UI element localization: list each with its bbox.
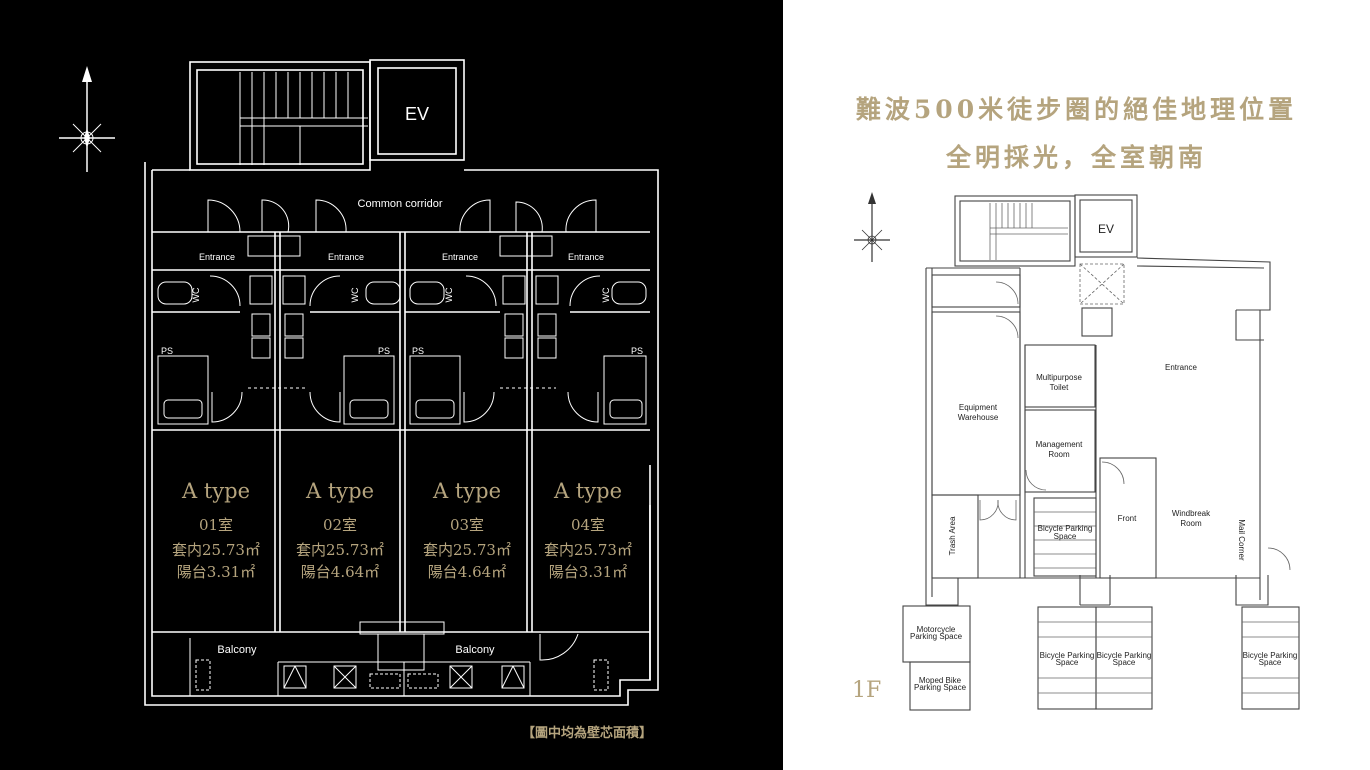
unit-area: 套内25.73㎡	[423, 541, 511, 559]
bicycle-parking-label-c1: Bicycle Parking	[1243, 651, 1298, 660]
motorcycle-parking-label-2: Parking Space	[910, 632, 963, 641]
ev-label: EV	[1098, 222, 1114, 236]
floor-label: 1F	[852, 678, 882, 703]
trash-area-label: Trash Area	[948, 516, 957, 555]
unit-type: A type	[305, 479, 374, 503]
unit-room: 02室	[323, 516, 357, 534]
motorcycle-parking-label-1: Motorcycle	[917, 625, 956, 634]
entrance-label-04: Entrance	[568, 252, 604, 262]
bicycle-parking-inner-label-1: Bicycle Parking	[1038, 524, 1093, 533]
bicycle-parking-label-a1: Bicycle Parking	[1040, 651, 1095, 660]
management-room-label-1: Management	[1036, 440, 1083, 449]
ps-label-01: PS	[161, 346, 173, 356]
entrance-label: Entrance	[1165, 363, 1198, 372]
doors	[979, 281, 1291, 571]
unit-01: A type 01室 套内25.73㎡ 陽台3.31㎡	[172, 479, 260, 581]
corridor-doors	[207, 199, 597, 233]
bicycle-parking-label-c2: Space	[1259, 658, 1282, 667]
entrance-label-02: Entrance	[328, 252, 364, 262]
ps-label-04: PS	[631, 346, 643, 356]
multipurpose-toilet-label-2: Toilet	[1050, 383, 1069, 392]
bicycle-parking-inner-label-2: Space	[1054, 532, 1077, 541]
unit-04: A type 04室 套内25.73㎡ 陽台3.31㎡	[544, 479, 632, 581]
entrance-label-03: Entrance	[442, 252, 478, 262]
entrance-label-01: Entrance	[199, 252, 235, 262]
bicycle-racks-inner	[1034, 511, 1096, 569]
ps-label-02: PS	[378, 346, 390, 356]
unit-type: A type	[553, 479, 622, 503]
multipurpose-toilet-label-1: Multipurpose	[1036, 373, 1082, 382]
bicycle-parking-label-b1: Bicycle Parking	[1097, 651, 1152, 660]
compass-icon	[854, 192, 890, 262]
front-label: Front	[1118, 514, 1137, 523]
unit-room: 01室	[199, 516, 233, 534]
unit-room: 04室	[571, 516, 605, 534]
management-room-label-2: Room	[1048, 450, 1070, 459]
stair	[989, 203, 1068, 260]
unit-balcony-area: 陽台4.64㎡	[428, 563, 506, 581]
unit-02: A type 02室 套内25.73㎡ 陽台4.64㎡	[296, 479, 384, 581]
headline-line-2: 全明採光，全室朝南	[945, 143, 1207, 172]
balcony-label-left: Balcony	[217, 644, 257, 656]
ev-label: EV	[405, 104, 429, 124]
wc-label-04: WC	[601, 287, 611, 302]
unit-type: A type	[181, 479, 250, 503]
windbreak-room-label-2: Room	[1180, 519, 1202, 528]
wc-label-03: WC	[444, 287, 454, 302]
unit-balcony-area: 陽台4.64㎡	[301, 563, 379, 581]
unit-area: 套内25.73㎡	[296, 541, 384, 559]
left-floor-plan-panel	[0, 0, 783, 770]
kitchen-fixtures	[247, 235, 559, 389]
ps-label-03: PS	[412, 346, 424, 356]
wc-label-01: WC	[191, 287, 201, 302]
bath-units	[157, 355, 647, 425]
moped-parking-label-1: Moped Bike	[919, 676, 962, 685]
windbreak-room-label-1: Windbreak	[1172, 509, 1211, 518]
stair	[239, 72, 368, 165]
right-floor-plan-panel	[783, 0, 1370, 770]
wc-label-02: WC	[350, 287, 360, 302]
bicycle-parking-block-2	[1241, 606, 1300, 710]
typical-floor-plan: EV Common corridor Entrance Entrance Ent…	[59, 59, 659, 706]
headline-line-1: 難波500米徒步圈的絕佳地理位置	[855, 95, 1298, 124]
equipment-warehouse-label-2: Warehouse	[958, 413, 999, 422]
moped-parking-label-2: Parking Space	[914, 683, 967, 692]
bicycle-parking-block-1	[1037, 606, 1153, 710]
corridor-label: Common corridor	[358, 198, 443, 210]
equipment-warehouse-label-1: Equipment	[959, 403, 998, 412]
unit-type: A type	[432, 479, 501, 503]
balcony-label-right: Balcony	[455, 644, 495, 656]
bicycle-parking-label-a2: Space	[1056, 658, 1079, 667]
compass-icon	[59, 66, 115, 172]
wc-fixtures	[157, 275, 647, 307]
unit-balcony-area: 陽台3.31㎡	[177, 563, 255, 581]
unit-area: 套内25.73㎡	[544, 541, 632, 559]
unit-room: 03室	[450, 516, 484, 534]
unit-area: 套内25.73㎡	[172, 541, 260, 559]
area-note: 【圖中均為壁芯面積】	[522, 726, 653, 741]
unit-03: A type 03室 套内25.73㎡ 陽台4.64㎡	[423, 479, 511, 581]
unit-balcony-area: 陽台3.31㎡	[549, 563, 627, 581]
mail-corner-label: Mail Corner	[1237, 519, 1246, 561]
bicycle-parking-label-b2: Space	[1113, 658, 1136, 667]
balcony-area	[189, 621, 609, 696]
